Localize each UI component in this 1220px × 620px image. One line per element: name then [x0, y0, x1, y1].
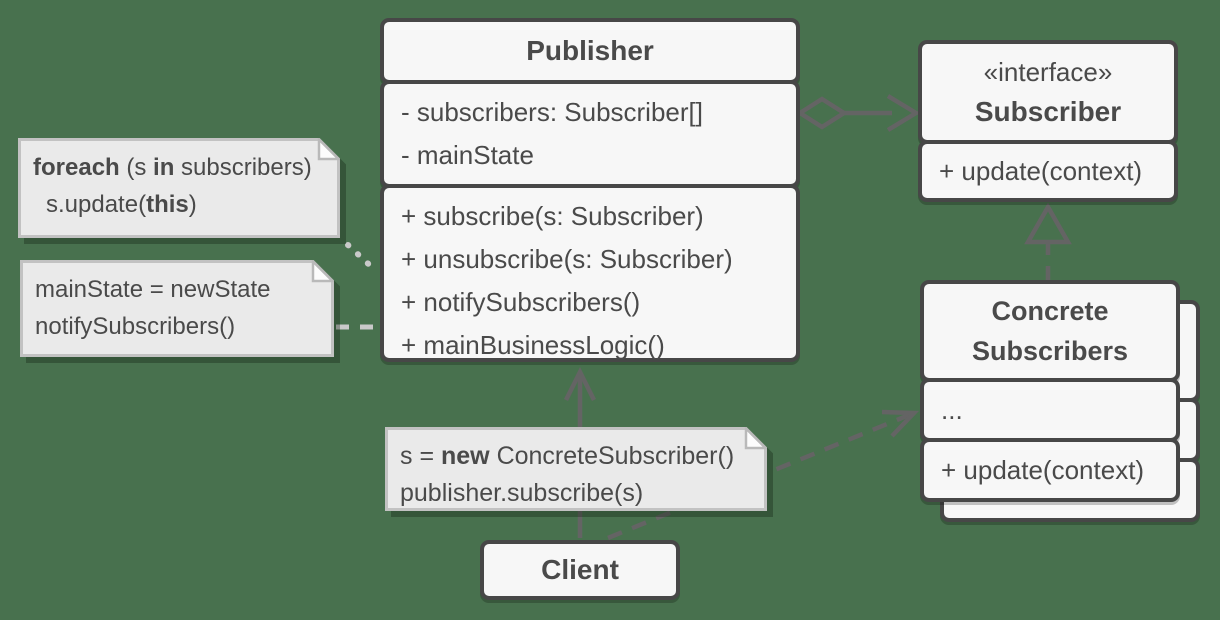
code-keyword: foreach: [33, 154, 120, 181]
class-methods-section: + subscribe(s: Subscriber) + unsubscribe…: [380, 184, 800, 362]
class-body-section: ...: [920, 378, 1180, 442]
code-text: s =: [400, 442, 441, 470]
aggregation-diamond-icon: [795, 96, 849, 130]
class-title: Client: [480, 540, 680, 600]
note-foreach-pseudocode: foreach (s in subscribers) s.update(this…: [18, 138, 340, 238]
class-methods-section: + update(context): [920, 438, 1180, 502]
note-body: [18, 138, 340, 238]
note-body: [20, 260, 334, 357]
aggregation-arrow-publisher-subscriber: [795, 94, 921, 132]
attribute-line: - mainState: [401, 140, 534, 170]
note-text: s = new ConcreteSubscriber() publisher.s…: [385, 427, 767, 511]
realization-arrow-concrete-subscriber: [1024, 202, 1072, 281]
class-title-label: Concrete: [991, 296, 1109, 326]
class-title-label: Subscribers: [971, 336, 1129, 366]
note-text: mainState = newState notifySubscribers(): [20, 260, 334, 357]
note-line: notifySubscribers(): [35, 313, 236, 340]
class-title: «interface» Subscriber: [918, 40, 1178, 144]
code-text: s.update(: [46, 191, 147, 218]
note-text: foreach (s in subscribers) s.update(this…: [18, 138, 340, 238]
class-box-publisher: Publisher - subscribers: Subscriber[] - …: [380, 18, 800, 362]
class-title: Publisher: [380, 18, 800, 84]
class-title-label: Subscriber: [974, 96, 1122, 127]
note-line: s = new ConcreteSubscriber(): [400, 438, 755, 475]
method-line: + update(context): [939, 155, 1143, 186]
class-box-subscriber-interface: «interface» Subscriber + update(context): [918, 40, 1178, 202]
note-shape: [385, 427, 767, 511]
code-keyword: this: [146, 191, 189, 218]
code-text: subscribers): [174, 154, 312, 181]
method-line: + notifySubscribers(): [401, 287, 641, 317]
open-arrowhead-icon: [886, 94, 921, 132]
note-fold-corner-icon: [317, 138, 340, 161]
class-methods-section: + update(context): [918, 140, 1178, 202]
class-title: Concrete Subscribers: [920, 280, 1180, 382]
method-line: + mainBusinessLogic(): [401, 330, 665, 360]
open-arrowhead-icon: [881, 409, 920, 438]
note-line: foreach (s in subscribers): [33, 149, 328, 186]
note-line: mainState = newState: [35, 276, 271, 303]
ellipsis-line: ...: [941, 394, 963, 425]
code-text: (s: [119, 154, 154, 181]
note-shape: [18, 138, 340, 238]
note-line: publisher.subscribe(s): [400, 479, 644, 507]
method-line: + unsubscribe(s: Subscriber): [401, 244, 733, 274]
class-box-concrete-subscribers: Concrete Subscribers ... + update(contex…: [920, 280, 1180, 502]
attribute-line: - subscribers: Subscriber[]: [401, 97, 703, 127]
note-connector-dotted: [345, 242, 379, 274]
class-box-client: Client: [480, 540, 680, 600]
class-title-label: Publisher: [526, 35, 654, 66]
code-keyword: new: [441, 442, 490, 470]
note-shape: [20, 260, 334, 357]
interface-stereotype: «interface»: [983, 57, 1113, 87]
class-attributes-section: - subscribers: Subscriber[] - mainState: [380, 80, 800, 188]
hollow-triangle-arrowhead-icon: [1024, 202, 1072, 245]
open-arrowhead-icon: [563, 366, 597, 402]
code-text: ): [188, 191, 197, 218]
note-fold-corner-icon: [744, 427, 767, 450]
method-line: + update(context): [941, 454, 1145, 485]
method-line: + subscribe(s: Subscriber): [401, 201, 704, 231]
class-title-label: Client: [541, 554, 619, 585]
code-keyword: in: [153, 154, 175, 181]
note-mainstate-pseudocode: mainState = newState notifySubscribers(): [20, 260, 334, 357]
code-text: ConcreteSubscriber(): [489, 442, 735, 470]
note-client-pseudocode: s = new ConcreteSubscriber() publisher.s…: [385, 427, 767, 511]
note-fold-corner-icon: [311, 260, 334, 283]
note-body: [385, 427, 767, 511]
note-line: s.update(this): [33, 186, 328, 223]
